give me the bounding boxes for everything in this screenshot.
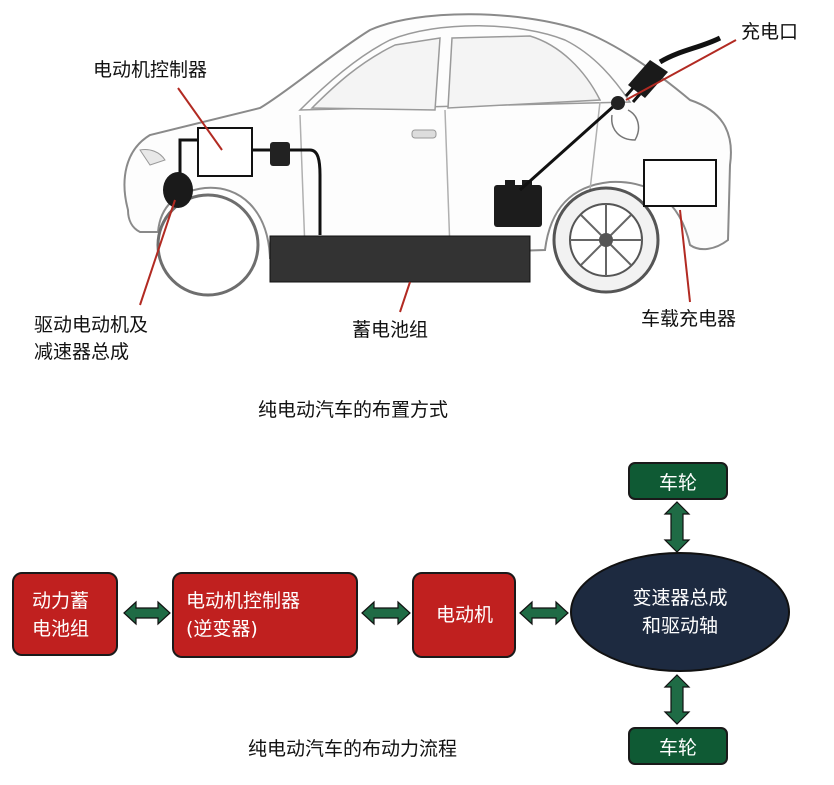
- label-controller: 电动机控制器: [93, 59, 208, 81]
- arrow-controller-motor: [361, 600, 411, 626]
- aux-battery: [494, 185, 542, 227]
- node-power-battery-line2: 电池组: [32, 618, 90, 640]
- onboard-charger-box: [643, 159, 717, 207]
- rear-window: [447, 35, 602, 109]
- node-transmission-line2: 和驱动轴: [641, 615, 718, 637]
- charging-plug-icon: [624, 35, 722, 103]
- door-lines: [299, 101, 601, 251]
- node-power-battery-line1: 动力蓄: [32, 590, 90, 612]
- motor-unit: [163, 172, 193, 208]
- arrow-transmission-wheel-bottom: [663, 674, 691, 725]
- charging-port-flap: [611, 109, 640, 141]
- node-motor-label: 电动机: [436, 604, 494, 626]
- junction-box: [270, 142, 290, 166]
- node-wheel-bottom: 车轮: [628, 727, 728, 765]
- node-motor: 电动机: [412, 572, 516, 658]
- node-power-battery: 动力蓄 电池组: [12, 572, 118, 656]
- charging-port: [611, 96, 625, 110]
- caption-flow: 纯电动汽车的布动力流程: [248, 738, 458, 760]
- rear-wheel-hub: [599, 233, 613, 247]
- headlight: [139, 149, 166, 166]
- arrow-transmission-wheel-top: [663, 501, 691, 553]
- label-charging-port: 充电口: [741, 21, 799, 43]
- pointer-lines: [139, 39, 737, 313]
- node-wheel-bottom-label: 车轮: [658, 736, 697, 759]
- label-onboard-charger: 车载充电器: [641, 308, 737, 330]
- node-transmission: 变速器总成 和驱动轴: [570, 552, 790, 672]
- caption-layout: 纯电动汽车的布置方式: [258, 399, 449, 421]
- front-wheel: [156, 193, 260, 297]
- battery-pack: [269, 235, 531, 283]
- node-motor-controller-line2: (逆变器): [186, 618, 258, 640]
- node-wheel-top: 车轮: [628, 462, 728, 500]
- label-motor-reducer-2: 减速器总成: [34, 341, 130, 363]
- controller-box: [197, 127, 253, 177]
- node-wheel-top-label: 车轮: [658, 471, 697, 494]
- label-motor-reducer-1: 驱动电动机及: [34, 314, 149, 336]
- door-handle: [411, 129, 437, 139]
- arrow-battery-controller: [123, 600, 171, 626]
- controller-cable: [178, 138, 322, 235]
- car-roof-line: [298, 25, 632, 111]
- node-transmission-line1: 变速器总成: [632, 587, 728, 609]
- charging-cable: [518, 103, 617, 192]
- arrow-motor-transmission: [519, 600, 569, 626]
- node-motor-controller: 电动机控制器 (逆变器): [172, 572, 358, 658]
- aux-battery-terminal: [505, 180, 515, 186]
- node-motor-controller-line1: 电动机控制器: [186, 590, 301, 612]
- front-window: [310, 37, 441, 111]
- label-battery: 蓄电池组: [352, 319, 429, 341]
